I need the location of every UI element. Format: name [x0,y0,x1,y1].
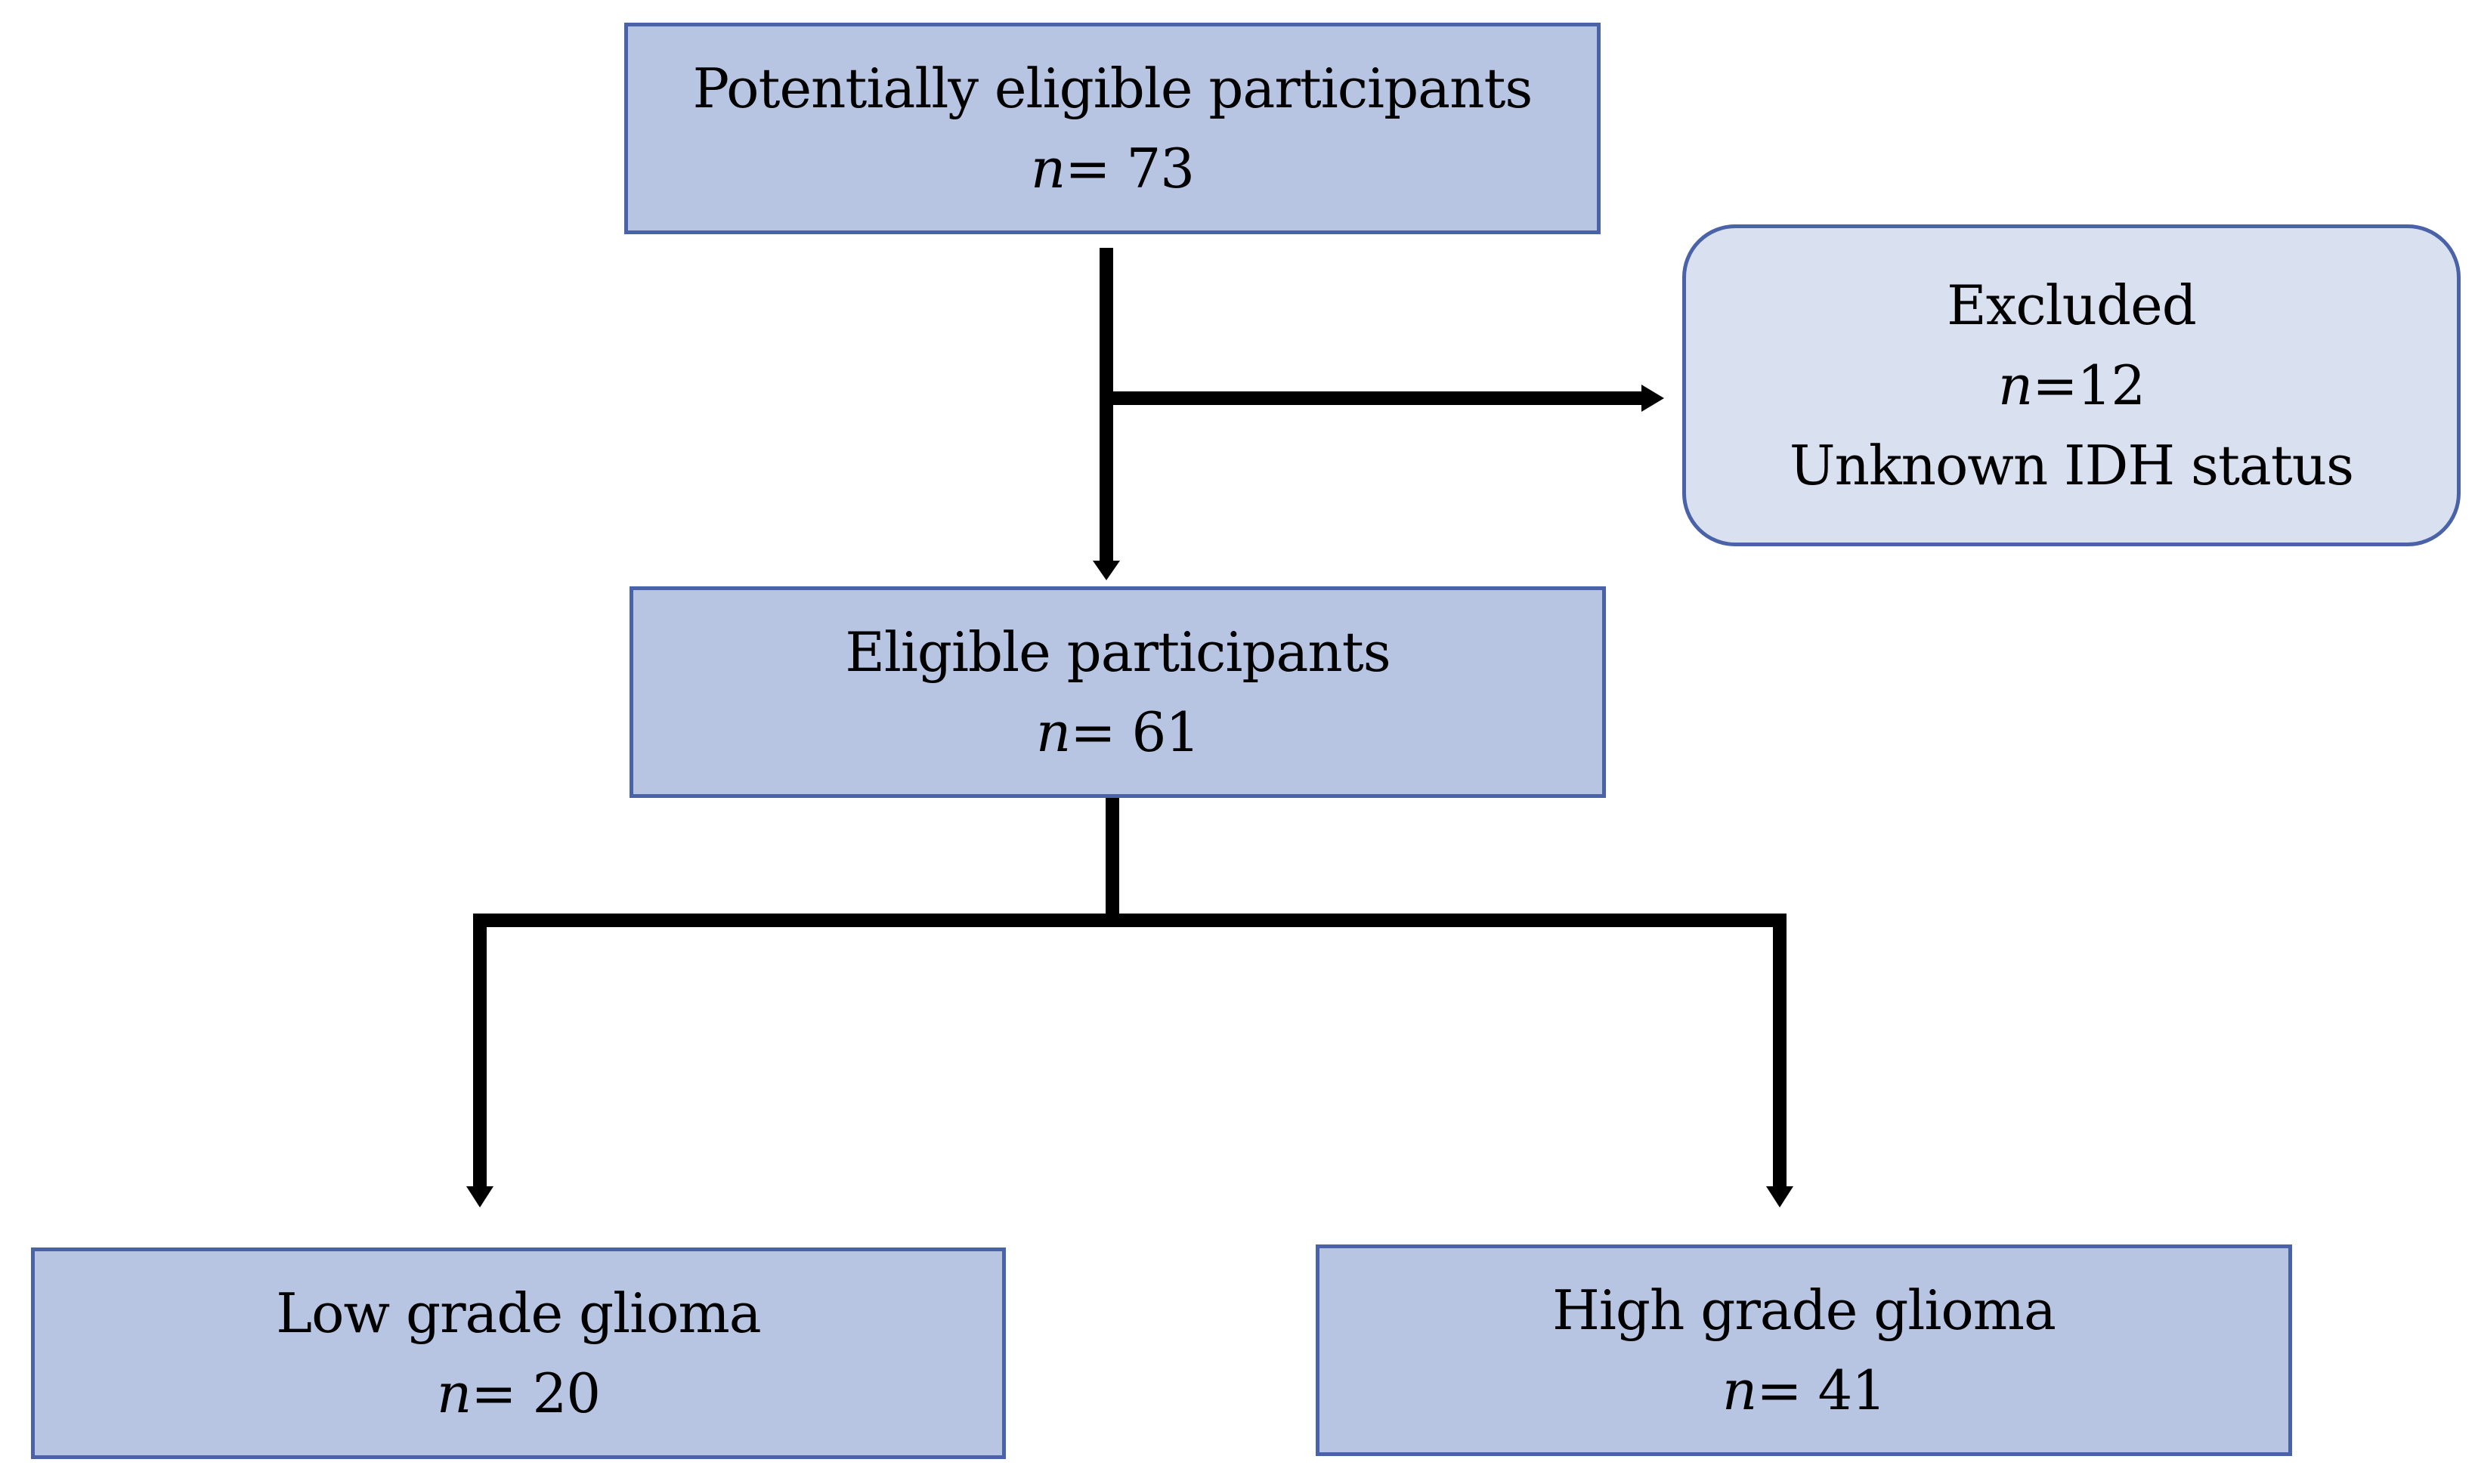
n-symbol: n [1722,1359,1757,1422]
node-title: High grade glioma [1552,1278,2056,1342]
node-count: n= 73 [1030,128,1195,209]
node-title: Potentially eligible participants [692,57,1533,120]
node-count: n= 41 [1722,1350,1886,1430]
n-symbol: n [436,1362,472,1425]
arrowhead-down-high-grade [1766,1186,1793,1207]
n-value: =12 [2032,354,2145,417]
node-title: Excluded [1947,274,2197,337]
node-count: n= 61 [1035,692,1200,772]
n-value: = 73 [1065,137,1195,200]
n-symbol: n [1997,354,2033,417]
n-symbol: n [1030,137,1066,200]
arrowhead-right-excluded [1641,385,1664,412]
node-potentially-eligible: Potentially eligible participants n= 73 [624,23,1601,234]
n-value: = 61 [1070,700,1200,764]
node-low-grade-glioma: Low grade glioma n= 20 [31,1247,1006,1459]
node-high-grade-glioma: High grade glioma n= 41 [1316,1244,2292,1456]
node-excluded: Excluded n=12 Unknown IDH status [1682,224,2461,546]
node-title: Low grade glioma [276,1281,761,1345]
n-value: = 41 [1756,1359,1886,1422]
node-title: Eligible participants [845,620,1391,684]
n-symbol: n [1035,700,1071,764]
arrowhead-down-eligible [1093,561,1120,580]
node-eligible: Eligible participants n= 61 [630,586,1606,798]
node-count: n=12 [1998,345,2145,425]
n-value: = 20 [471,1362,601,1425]
arrowhead-down-low-grade [466,1186,493,1207]
node-count: n= 20 [436,1353,601,1433]
exclusion-reason: Unknown IDH status [1789,434,2354,497]
